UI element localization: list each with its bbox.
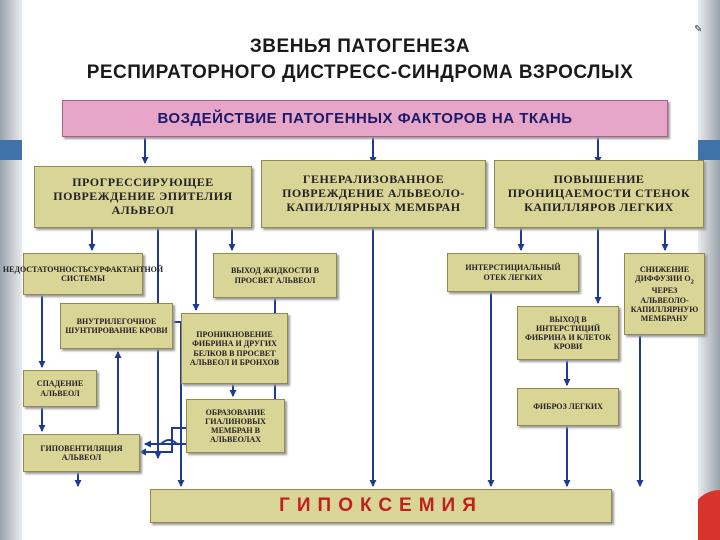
box-interstitial-edema: ИНТЕРСТИЦИАЛЬНЫЙ ОТЕК ЛЕГКИХ [447,253,579,292]
box-fluid-exit: ВЫХОД ЖИДКОСТИ В ПРОСВЕТ АЛЬВЕОЛ [213,253,337,298]
box-permeability: ПОВЫШЕНИЕ ПРОНИЦАЕМОСТИ СТЕНОК КАПИЛЛЯРО… [494,160,704,228]
diffusion-text: СНИЖЕНИЕ ДИФФУЗИИ О2 ЧЕРЕЗ АЛЬВЕОЛО-КАПИ… [630,264,699,323]
line-crossing-bridge [160,439,178,445]
box-surfactant: НЕДОСТАТОЧНОСТЬСУРФАКТАНТНОЙ СИСТЕМЫ [3,253,163,295]
box-penetration: ПРОНИКНОВЕНИЕ ФИБРИНА И ДРУГИХ БЕЛКОВ В … [181,313,288,384]
box-progressive-damage: ПРОГРЕССИРУЮЩЕЕ ПОВРЕЖДЕНИЕ ЭПИТЕЛИЯ АЛЬ… [34,166,252,228]
box-hyaline: ОБРАЗОВАНИЕ ГИАЛИНОВЫХ МЕМБРАН В АЛЬВЕОЛ… [186,399,285,453]
title-line-1: ЗВЕНЬЯ ПАТОГЕНЕЗА [249,36,471,57]
title-line-2: РЕСПИРАТОРНОГО ДИСТРЕСС-СИНДРОМА ВЗРОСЛЫ… [86,62,634,83]
arrow-hyaline-hypovent [139,427,186,456]
box-shunting: ВНУТРИЛЕГОЧНОЕ ШУНТИРОВАНИЕ КРОВИ [60,303,173,349]
box-collapse: СПАДЕНИЕ АЛЬВЕОЛ [23,370,97,407]
background-right-panel [698,0,720,540]
box-hypoxemia: ГИПОКСЕМИЯ [150,489,612,523]
pin-icon[interactable]: ✎ [694,24,703,35]
box-generalized-damage: ГЕНЕРАЛИЗОВАННОЕ ПОВРЕЖДЕНИЕ АЛЬВЕОЛО-КА… [261,160,486,228]
box-hypoventilation: ГИПОВЕНТИЛЯЦИЯ АЛЬВЕОЛ [23,434,140,472]
box-diffusion: СНИЖЕНИЕ ДИФФУЗИИ О2 ЧЕРЕЗ АЛЬВЕОЛО-КАПИ… [624,253,705,335]
box-pathogenic-factors: ВОЗДЕЙСТВИЕ ПАТОГЕННЫХ ФАКТОРОВ НА ТКАНЬ [62,100,668,137]
box-fibrin-exit: ВЫХОД В ИНТЕРСТИЦИЙ ФИБРИНА И КЛЕТОК КРО… [517,306,619,360]
arrow-shunt-hypox [173,321,185,487]
background-left-panel [0,0,22,540]
box-fibrosis: ФИБРОЗ ЛЕГКИХ [517,388,619,426]
